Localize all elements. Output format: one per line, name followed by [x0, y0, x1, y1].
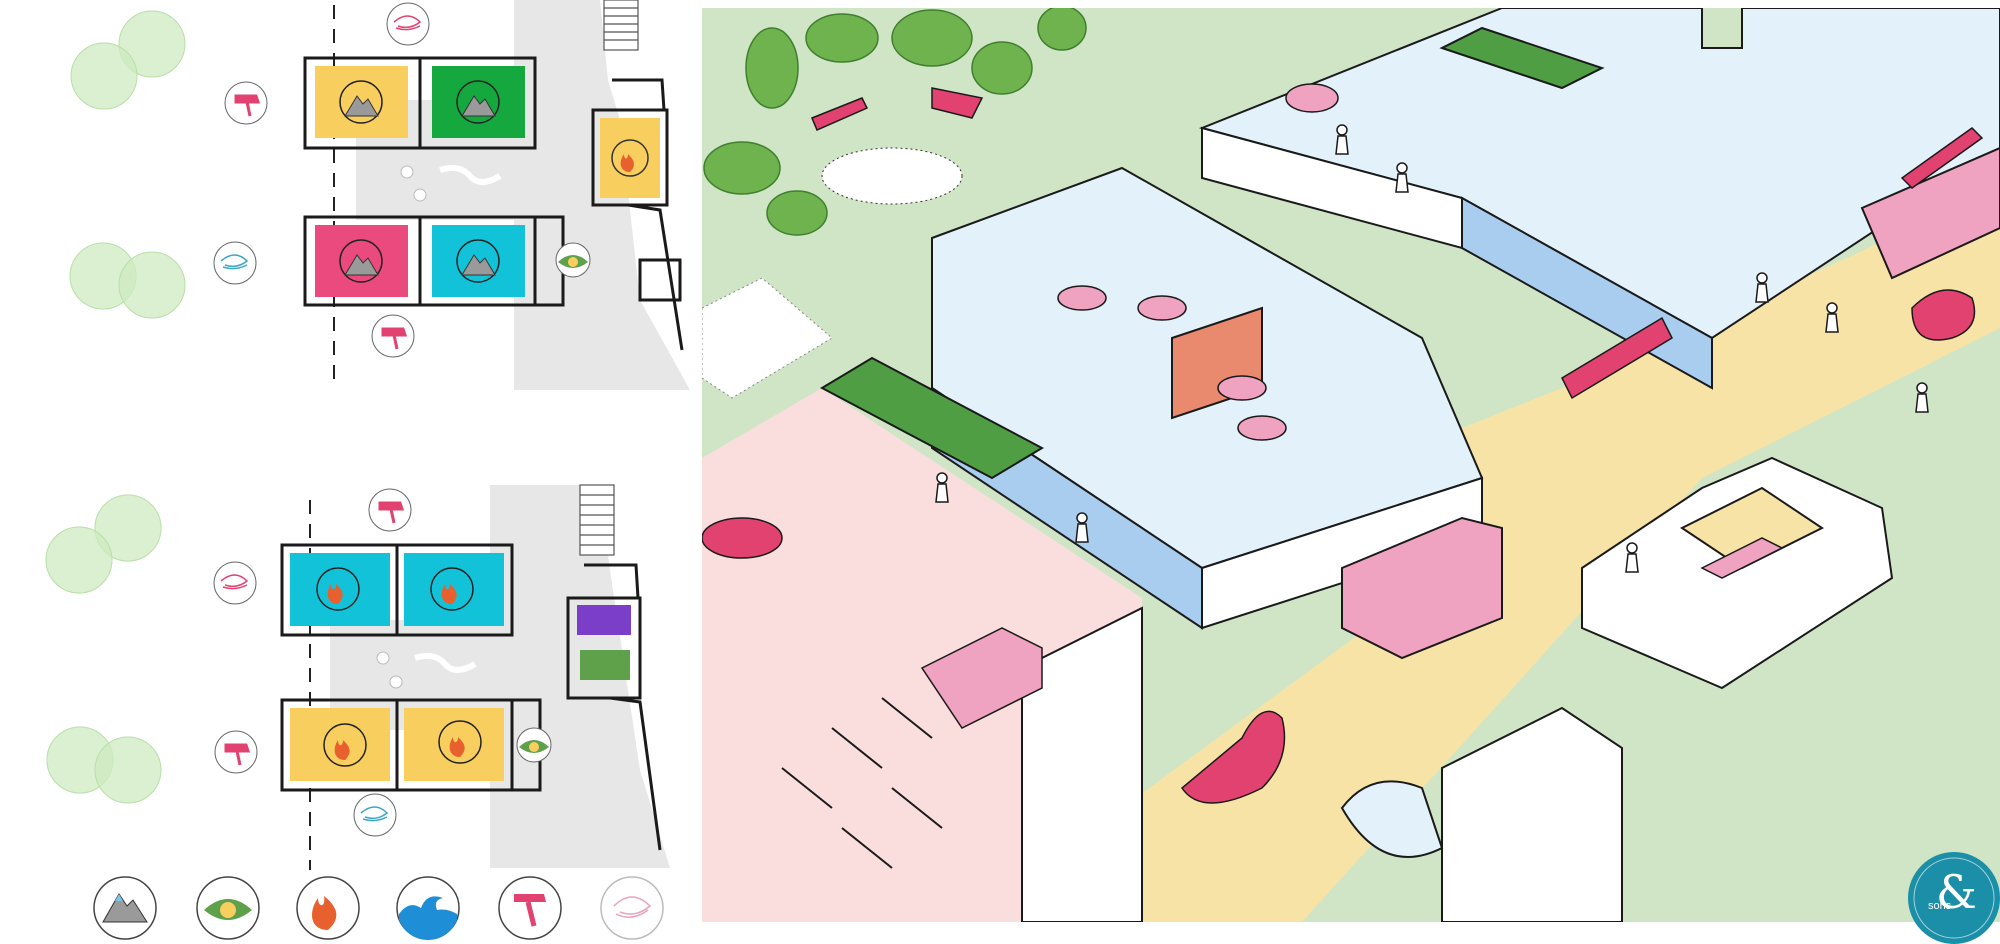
fire-icon — [438, 720, 482, 764]
zone-purple — [577, 605, 631, 635]
swirl-icon — [353, 793, 397, 837]
building-bottom — [1021, 606, 1623, 922]
tree-group — [703, 8, 1087, 236]
pink-arch — [1341, 516, 1503, 660]
mountain-icon — [339, 80, 383, 124]
hammer-icon — [498, 876, 562, 940]
fire-icon — [316, 567, 360, 611]
fire-icon — [611, 139, 649, 177]
benches — [781, 697, 943, 869]
eye-icon — [555, 242, 591, 278]
planter — [1439, 26, 1605, 90]
eye-icon — [196, 876, 260, 940]
svg-text:&: & — [1936, 865, 1977, 919]
zone-plan-upper — [69, 0, 690, 390]
zone-olive-green — [580, 650, 630, 680]
staircase — [603, 0, 639, 51]
sandpit — [821, 147, 963, 205]
swirl-icon — [213, 561, 257, 605]
swirl-icon — [386, 2, 430, 46]
brand-logo-text: sons — [1928, 900, 1952, 912]
brand-logo: & — [1908, 852, 2000, 944]
staircase — [579, 484, 615, 556]
planter — [819, 356, 1045, 480]
mountain-icon — [456, 239, 500, 283]
eye-icon — [516, 727, 552, 763]
tree-cluster-top — [69, 10, 186, 319]
mountain-icon — [456, 80, 500, 124]
axonometric-illustration — [702, 8, 2000, 922]
icon-legend — [93, 876, 664, 941]
fire-icon — [323, 723, 367, 767]
zone-plan-lower — [45, 484, 670, 870]
fire-icon — [296, 876, 360, 940]
hammer-icon — [371, 314, 415, 358]
tree-cluster-bottom — [45, 494, 162, 804]
mountain-icon — [339, 239, 383, 283]
hammer-icon — [368, 488, 412, 532]
hammer-icon — [224, 81, 268, 125]
swirl-icon — [600, 876, 664, 940]
zone-yellow-fire — [290, 708, 390, 781]
people — [935, 124, 1929, 573]
building-lower-right — [1581, 456, 1894, 690]
mountain-icon — [93, 876, 157, 940]
swirl-icon — [213, 241, 257, 285]
fire-icon — [430, 567, 474, 611]
pink-furniture — [702, 87, 1984, 804]
wave-icon — [396, 876, 460, 941]
hammer-icon — [214, 730, 258, 774]
